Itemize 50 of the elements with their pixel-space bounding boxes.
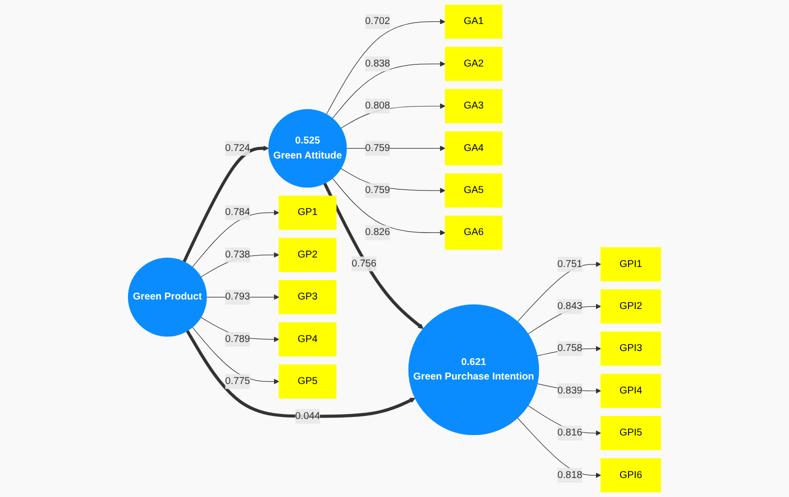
edge-label: 0.759 [365, 184, 390, 196]
node-box: GP4 [278, 322, 336, 356]
edge-label: 0.759 [365, 142, 390, 154]
arrow [517, 262, 602, 322]
arrow [192, 326, 280, 384]
node-box: GPI6 [600, 458, 662, 492]
node-box: GA5 [444, 173, 503, 208]
edge-label: 0.758 [557, 343, 582, 354]
edge-label: 0.702 [365, 16, 390, 27]
edge-label: 0.044 [295, 410, 320, 422]
edge-label: 0.793 [225, 292, 250, 302]
edge-label: 0.808 [365, 100, 390, 112]
node-box: GPI3 [600, 332, 662, 366]
edge-label: 0.838 [365, 58, 390, 69]
edge-label: 0.826 [365, 227, 390, 238]
node-box: GP1 [278, 196, 336, 230]
node-circle: 0.525 Green Attitude [268, 109, 347, 188]
node-box: GPI5 [600, 416, 662, 450]
node-circle: Green Product [128, 258, 207, 337]
edge-label: 0.818 [557, 470, 582, 480]
node-box: GA4 [444, 131, 503, 166]
arrow [332, 61, 446, 119]
node-box: GA6 [444, 216, 503, 250]
node-box: GP5 [278, 364, 336, 399]
arrow [517, 418, 602, 478]
node-box: GA1 [444, 4, 503, 39]
node-box: GP2 [278, 238, 336, 272]
edge-label: 0.784 [225, 207, 250, 218]
edge-label: 0.839 [557, 385, 582, 396]
arrow [186, 330, 416, 418]
node-box: GPI2 [600, 289, 662, 324]
edge-label: 0.775 [225, 376, 250, 386]
edge-label: 0.724 [225, 142, 250, 154]
arrow [326, 19, 446, 115]
edge-label: 0.816 [557, 427, 582, 438]
edge-label: 0.756 [352, 258, 376, 269]
node-circle: 0.621 Green Purchase Intention [408, 304, 540, 436]
node-box: GP3 [278, 280, 336, 314]
edge-label: 0.751 [557, 258, 582, 270]
node-box: GPI1 [600, 247, 662, 282]
node-box: GA3 [444, 89, 503, 124]
arrow [192, 210, 280, 268]
arrow [332, 178, 446, 236]
node-box: GA2 [444, 46, 503, 81]
node-box: GPI4 [600, 374, 662, 408]
arrow [182, 146, 269, 262]
edge-label: 0.738 [225, 249, 250, 260]
edge-label: 0.789 [225, 334, 250, 344]
arrow [323, 182, 424, 329]
edge-label: 0.843 [557, 300, 582, 312]
